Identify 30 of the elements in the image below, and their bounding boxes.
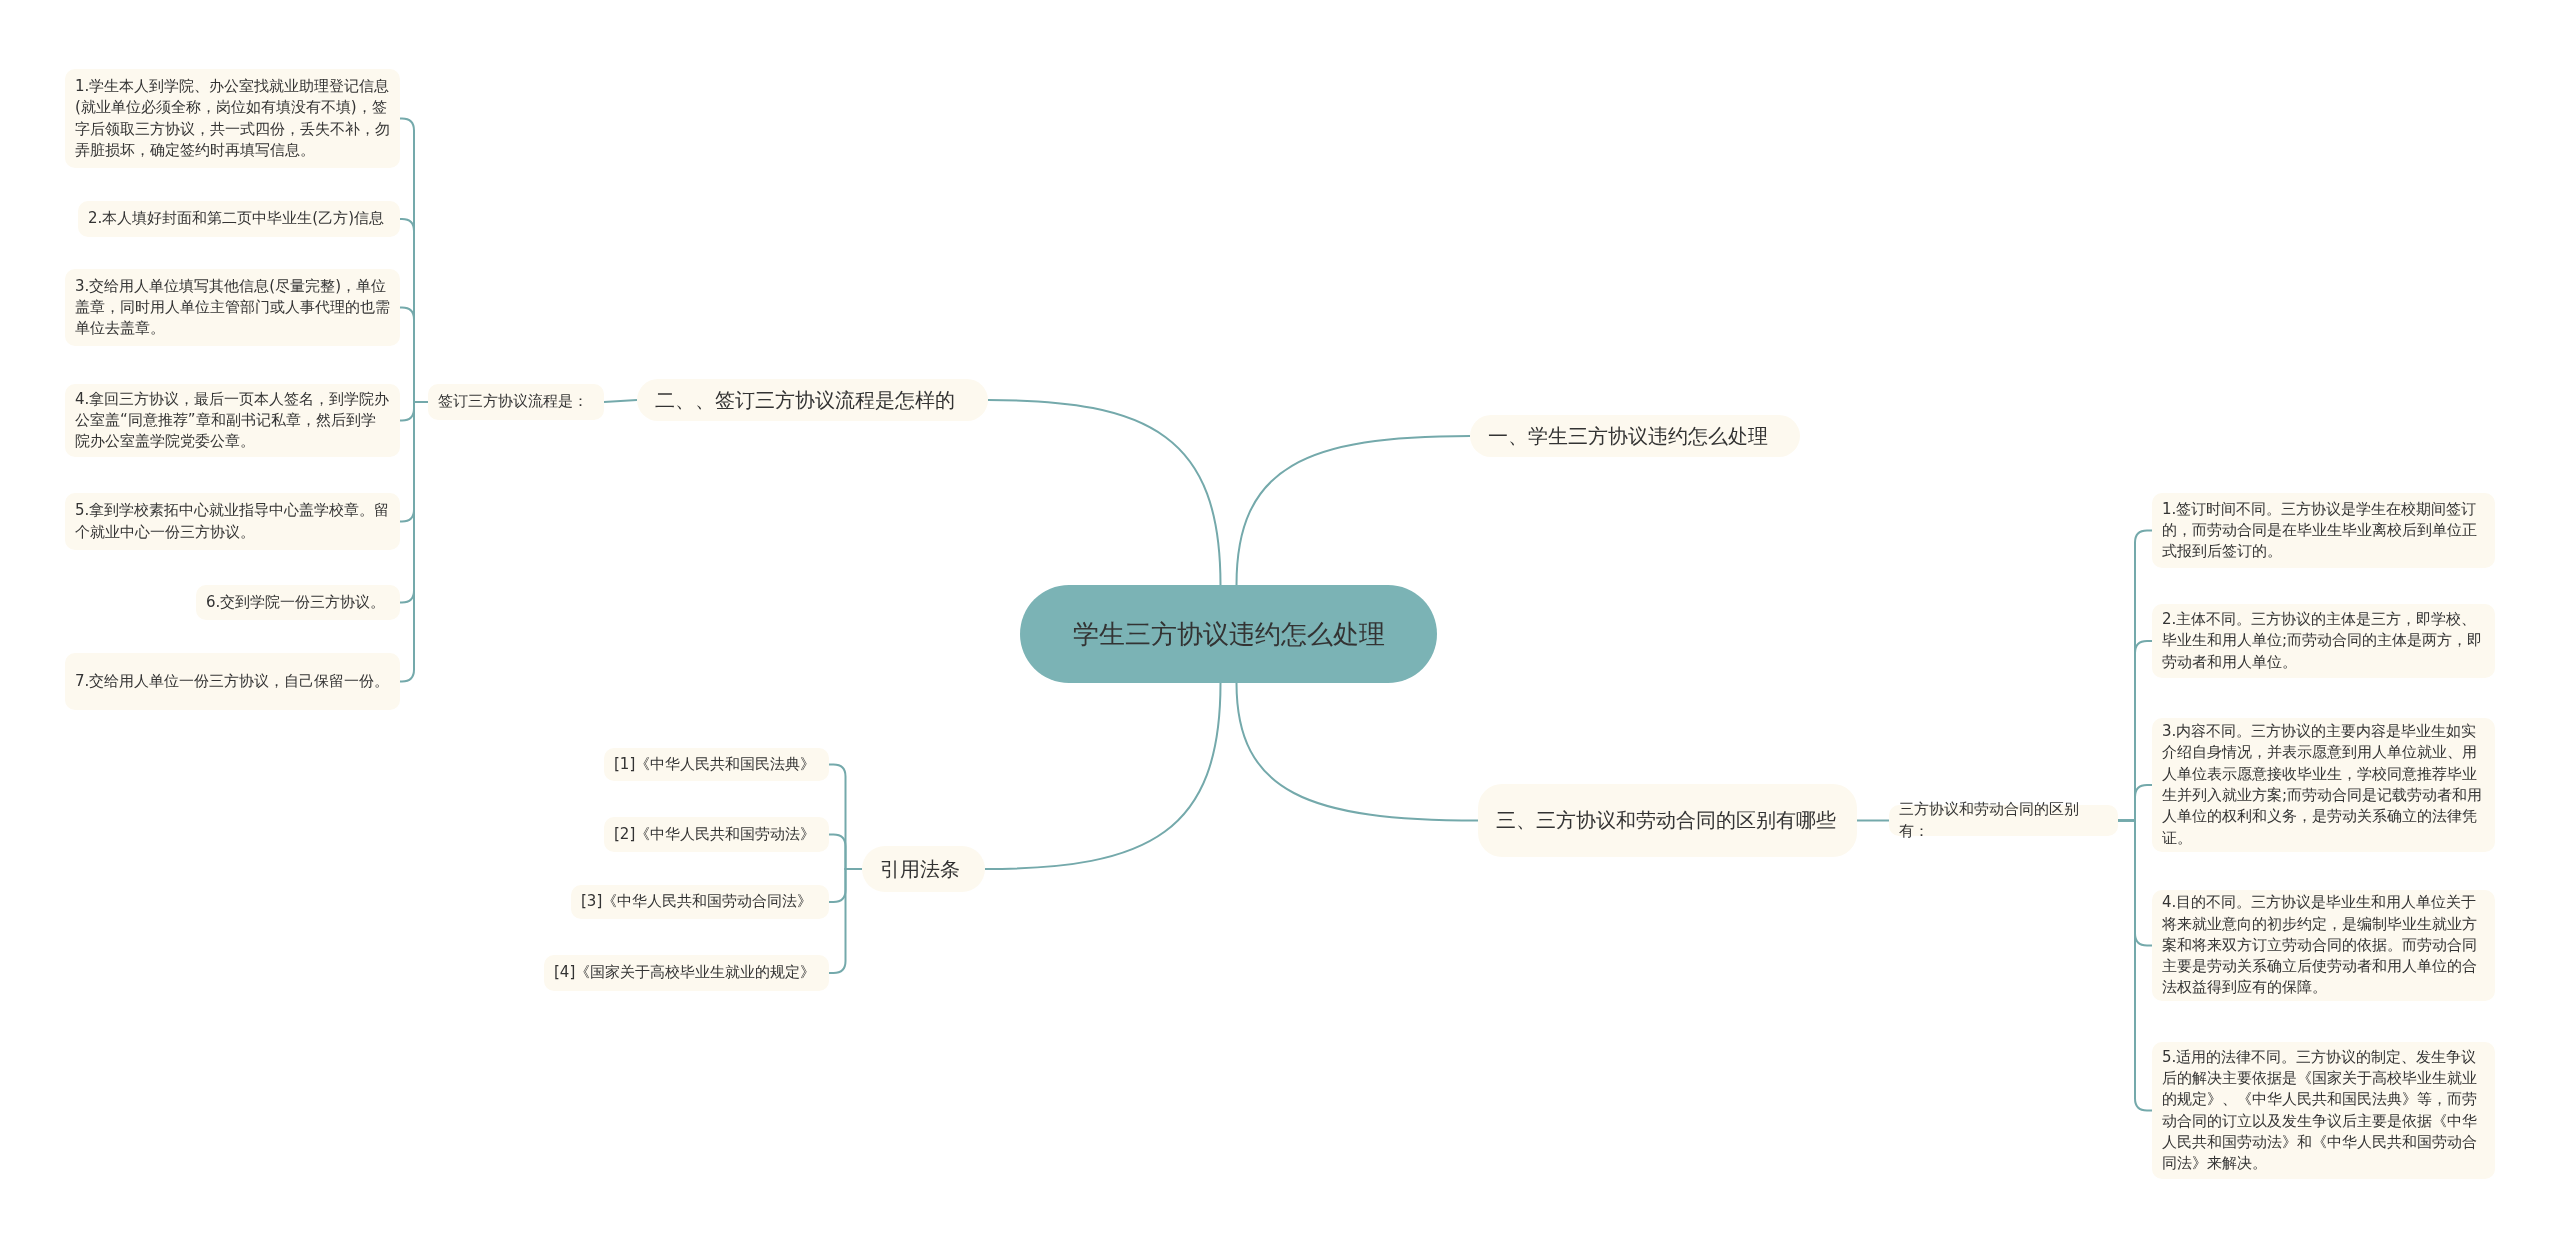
note-box: 5.拿到学校素拓中心就业指导中心盖学校章。留个就业中心一份三方协议。	[65, 493, 400, 550]
topic-box: 引用法条	[862, 846, 985, 892]
note-box: 3.内容不同。三方协议的主要内容是毕业生如实介绍自身情况，并表示愿意到用人单位就业、用人单位表示愿意接收毕业生，学校同意推荐毕业生并列入就业方案;而劳动合同是记载劳动者和用人单位的权利和义务，是劳动关系确立的法律凭证。	[2152, 718, 2495, 852]
note-box: [4]《国家关于高校毕业生就业的规定》	[544, 955, 829, 991]
note-box: 2.本人填好封面和第二页中毕业生(乙方)信息	[78, 201, 400, 237]
connector-line	[399, 401, 429, 683]
note-box: 签订三方协议流程是：	[428, 384, 604, 420]
connector-line	[987, 399, 1222, 586]
connector-line	[984, 682, 1222, 870]
central-topic: 学生三方协议违约怎么处理	[1020, 585, 1437, 683]
note-box: 1.学生本人到学院、办公室找就业助理登记信息(就业单位必须全称，岗位如有填没有不填)，签字后领取三方协议，共一式四份，丢失不补，勿弄脏损坏，确定签约时再填写信息。	[65, 69, 400, 168]
note-box: 3.交给用人单位填写其他信息(尽量完整)，单位盖章，同时用人单位主管部门或人事代理的也需单位去盖章。	[65, 269, 400, 346]
note-box: 7.交给用人单位一份三方协议，自己保留一份。	[65, 653, 400, 710]
connector-line	[1235, 682, 1479, 822]
note-box: 1.签订时间不同。三方协议是学生在校期间签订的，而劳动合同是在毕业生毕业离校后到单位正式报到后签订的。	[2152, 493, 2495, 568]
connector-line	[603, 399, 638, 403]
connector-line	[1235, 435, 1471, 586]
connector-line	[1856, 819, 1890, 822]
note-box: [3]《中华人民共和国劳动合同法》	[571, 885, 829, 919]
topic-box: 一、学生三方协议违约怎么处理	[1470, 415, 1800, 457]
note-box: 4.拿回三方协议，最后一页本人签名，到学院办公室盖“同意推荐”章和副书记私章，然后到学院办公室盖学院党委公章。	[65, 384, 400, 457]
note-box: [2]《中华人民共和国劳动法》	[604, 817, 829, 852]
topic-box: 三、三方协议和劳动合同的区别有哪些	[1478, 784, 1857, 857]
note-box: 2.主体不同。三方协议的主体是三方，即学校、毕业生和用人单位;而劳动合同的主体是两方，即劳动者和用人单位。	[2152, 604, 2495, 678]
note-box: 4.目的不同。三方协议是毕业生和用人单位关于将来就业意向的初步约定，是编制毕业生就业方案和将来双方订立劳动合同的依据。而劳动合同主要是劳动关系确立后使劳动者和用人单位的合法权益得到应有的保障。	[2152, 890, 2495, 1001]
note-box: 5.适用的法律不同。三方协议的制定、发生争议后的解决主要依据是《国家关于高校毕业生就业的规定》、《中华人民共和国民法典》等，而劳动合同的订立以及发生争议后主要是依据《中华人民共和国劳动法》和《中华人民共和国劳动合同法》来解决。	[2152, 1042, 2495, 1179]
topic-box: 二、、签订三方协议流程是怎样的	[637, 379, 988, 421]
connector-line	[2117, 819, 2153, 1112]
note-box: [1]《中华人民共和国民法典》	[604, 748, 829, 781]
note-box: 6.交到学院一份三方协议。	[196, 585, 400, 620]
